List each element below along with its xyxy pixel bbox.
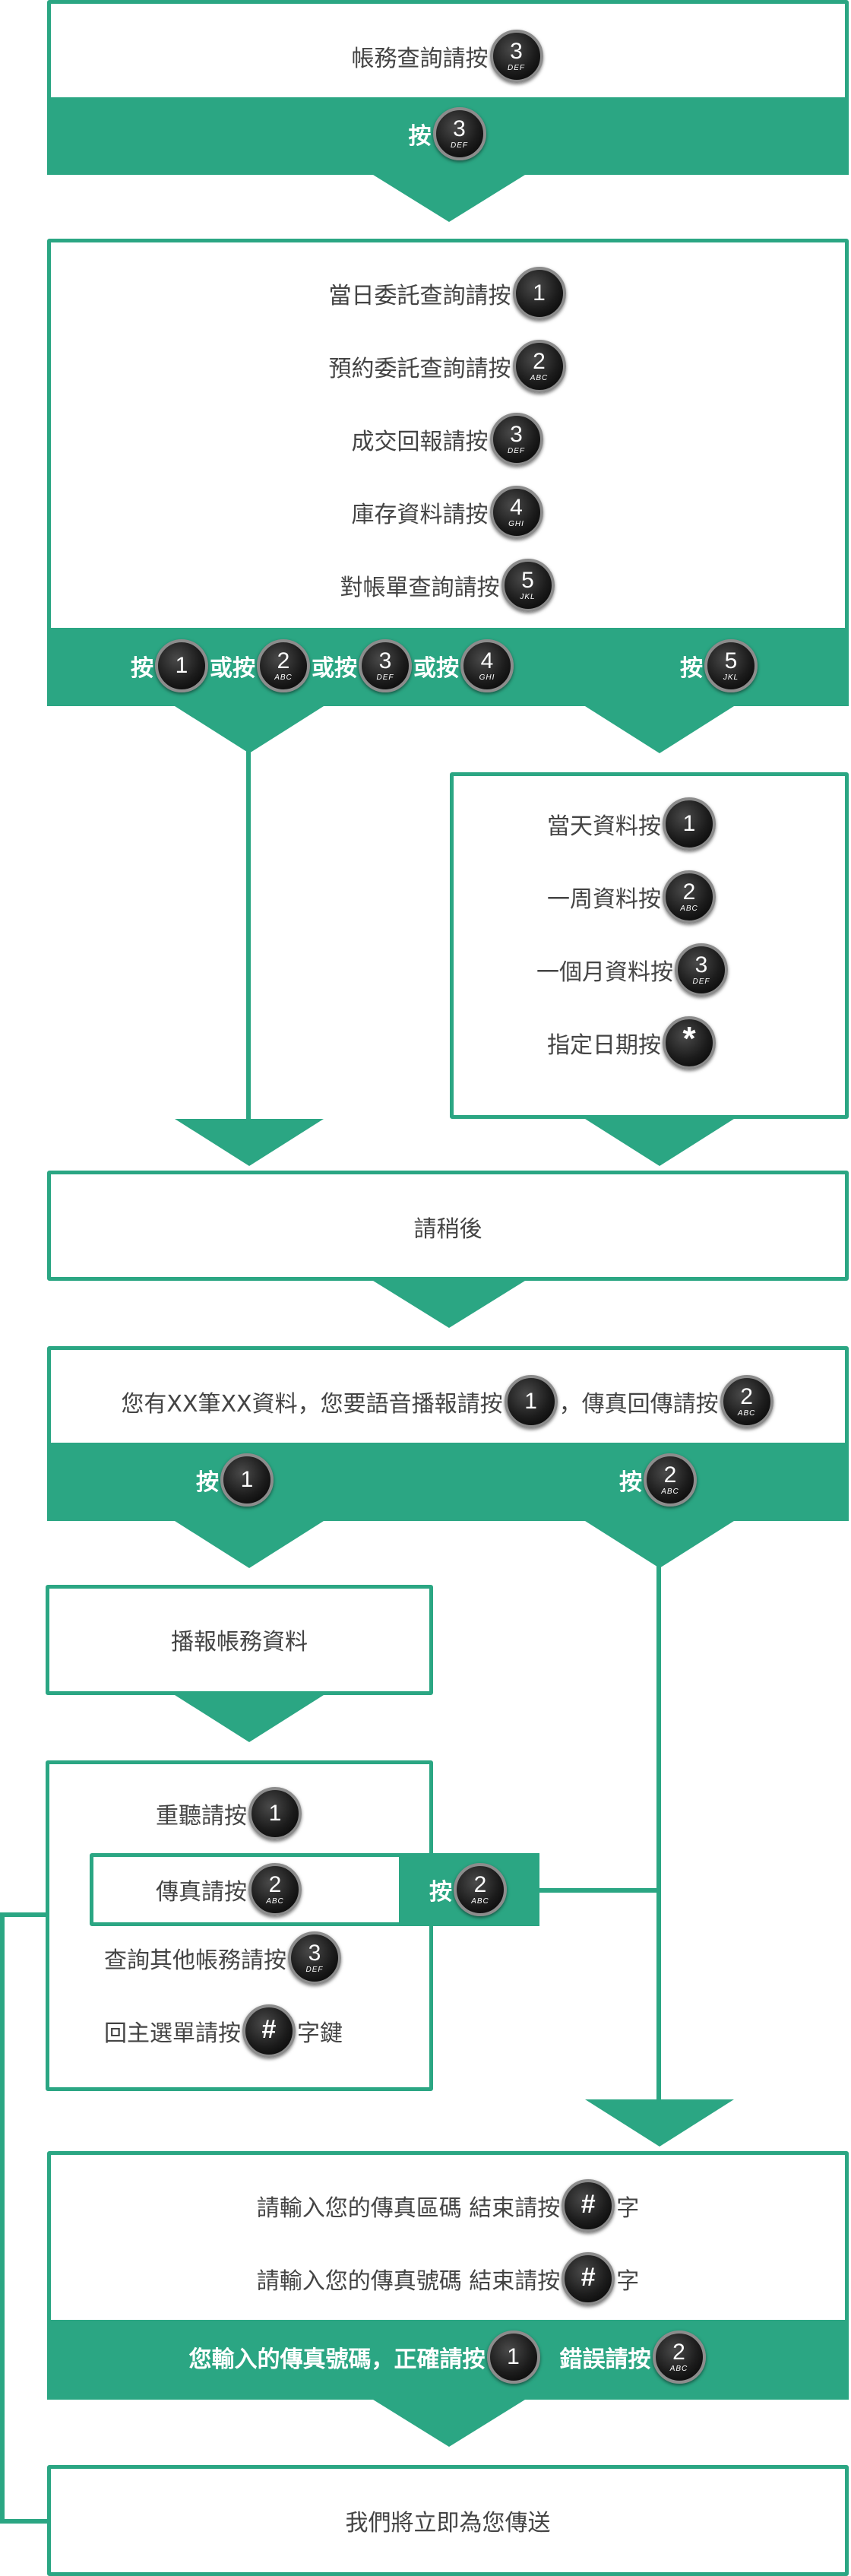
connector-line (539, 1888, 661, 1893)
data-count-action-band (47, 1443, 849, 1521)
account-query-prompt: 帳務查詢請按 (351, 46, 489, 72)
please-wait-text: 請稍後 (413, 1216, 482, 1243)
press-1-voice-row: 按 1 (196, 1453, 275, 1507)
fax-input-action-band (47, 2320, 849, 2400)
connector-line (0, 1912, 5, 2524)
key-1-icon: 1 (248, 1787, 302, 1840)
arrow-down-icon (175, 1119, 324, 1166)
option-today-data: 當天資料按 1 (547, 797, 717, 851)
broadcast-row: 播報帳務資料 (46, 1612, 433, 1667)
arrow-down-icon (373, 2400, 525, 2447)
arrow-down-icon (175, 706, 324, 753)
key-1-icon: 1 (220, 1453, 274, 1507)
date-range-box (450, 772, 849, 1119)
fax-area-code-row: 請輸入您的傳真區碼 結束請按 # 字 (47, 2178, 849, 2233)
connector-line (0, 1912, 46, 1917)
key-hash-icon: # (242, 2004, 296, 2058)
please-wait-row: 請稍後 (47, 1199, 849, 1254)
arrow-down-icon (175, 1521, 324, 1568)
key-1-icon: 1 (504, 1375, 558, 1428)
key-1-icon: 1 (663, 797, 716, 851)
option-today-order: 當日委託查詢請按 1 (47, 266, 849, 321)
key-1-icon: 1 (486, 2330, 540, 2384)
arrow-down-icon (585, 706, 734, 753)
key-1-icon: 1 (512, 267, 566, 320)
arrow-down-icon (585, 2099, 734, 2147)
connector-line (0, 2519, 47, 2524)
option-replay: 重聽請按 1 (156, 1786, 303, 1841)
final-box (47, 2465, 849, 2576)
broadcast-text: 播報帳務資料 (171, 1629, 308, 1656)
final-text: 我們將立即為您傳送 (345, 2510, 551, 2536)
option-main-menu: 回主選單請按 # 字鍵 (104, 2004, 343, 2058)
arrow-down-icon (585, 1521, 734, 1568)
please-wait-box (47, 1171, 849, 1281)
key-hash-icon: # (562, 2179, 615, 2232)
fax-number-row: 請輸入您的傳真號碼 結束請按 # 字 (47, 2251, 849, 2306)
arrow-down-icon (373, 175, 525, 222)
key-hash-icon: # (562, 2252, 615, 2305)
arrow-down-icon (585, 1119, 734, 1166)
arrow-down-icon (175, 1695, 324, 1742)
arrow-down-icon (373, 1281, 525, 1328)
final-row: 我們將立即為您傳送 (47, 2493, 849, 2548)
option-specific-date: 指定日期按 * (547, 1016, 717, 1070)
key-star-icon: * (663, 1016, 716, 1069)
broadcast-box (46, 1585, 433, 1695)
connector-line (246, 749, 251, 1121)
press-label: 按 (408, 123, 432, 150)
connector-line (656, 1562, 661, 2102)
key-1-icon: 1 (155, 639, 208, 692)
